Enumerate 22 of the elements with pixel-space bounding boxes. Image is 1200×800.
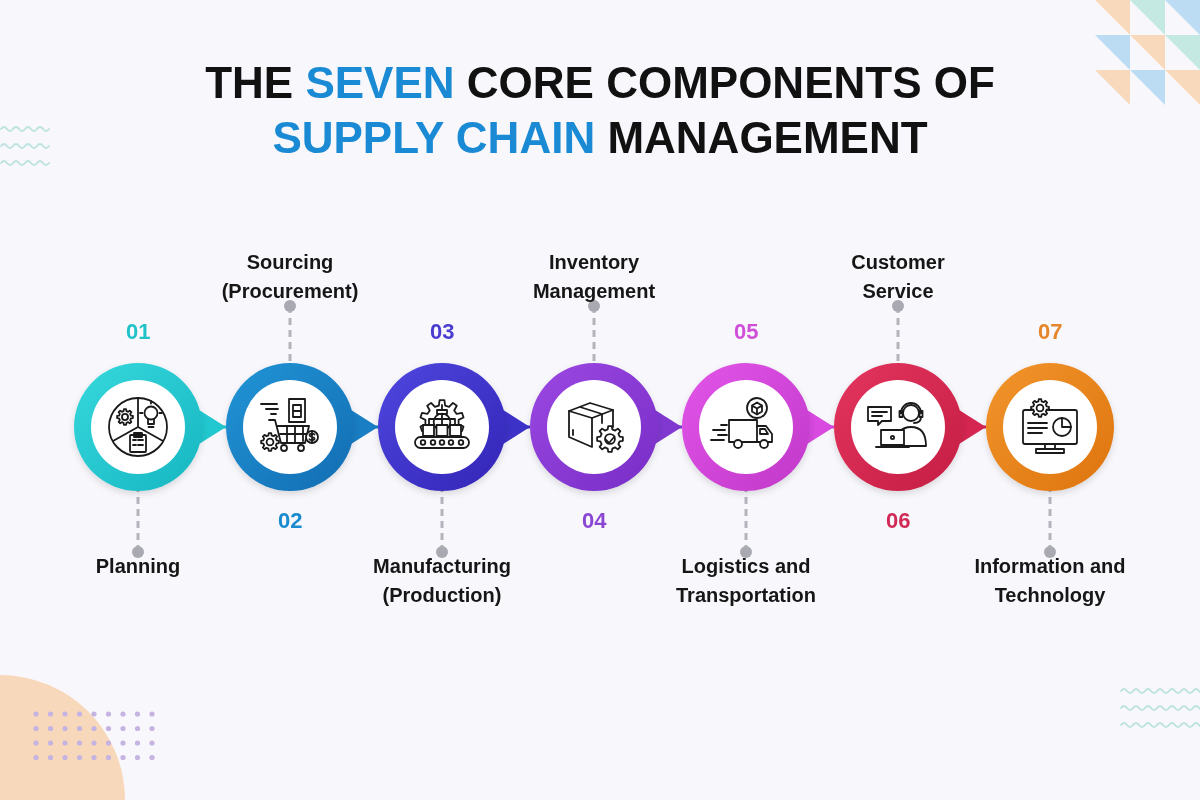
step-number: 02 (278, 508, 303, 534)
step-number: 07 (1038, 319, 1063, 345)
step-label: Information and Technology (972, 552, 1128, 610)
leader-line (1044, 491, 1056, 558)
step-label: Manufacturing (Production) (371, 552, 513, 610)
leader-line (132, 491, 144, 558)
step-label: Planning (94, 552, 182, 581)
step-number: 01 (126, 319, 151, 345)
leader-line (588, 300, 600, 363)
step-label: Sourcing (Procurement) (220, 248, 360, 306)
step-number: 06 (886, 508, 911, 534)
step-label: Inventory Management (531, 248, 657, 306)
leader-line (284, 300, 296, 363)
step-label: Customer Service (849, 248, 947, 306)
title: THE SEVEN CORE COMPONENTS OF SUPPLY CHAIN MANAGEMENT (204, 57, 996, 164)
leader-line (740, 491, 752, 558)
leader-line (892, 300, 904, 363)
step-number: 05 (734, 319, 759, 345)
step-number: 04 (582, 508, 607, 534)
step-number: 03 (430, 319, 455, 345)
leader-line (436, 491, 448, 558)
step-label: Logistics and Transportation (674, 552, 818, 610)
